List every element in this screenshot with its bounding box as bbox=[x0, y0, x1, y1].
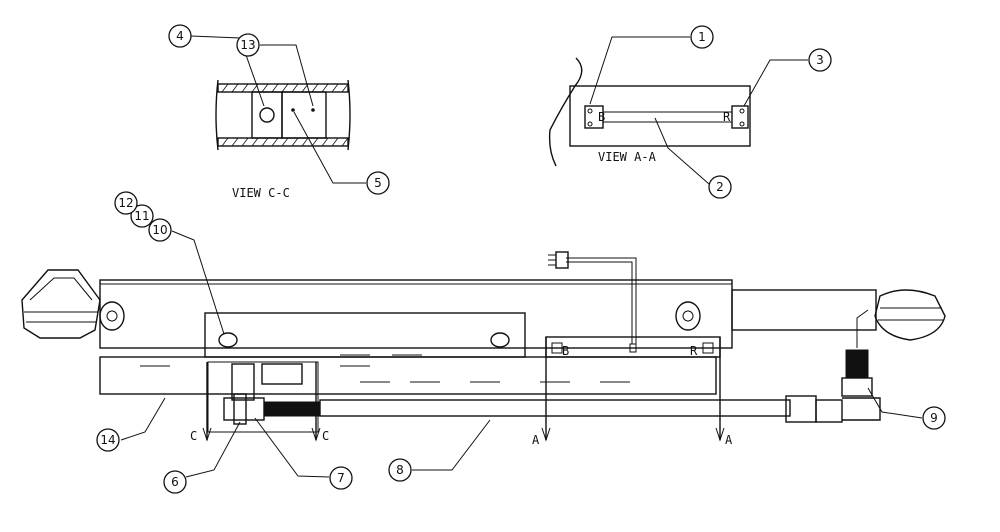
balloon-9-label: 9 bbox=[930, 411, 938, 425]
mounting-plate bbox=[204, 312, 526, 358]
balloon-1-label: 1 bbox=[698, 30, 706, 44]
port-r-main: R bbox=[690, 344, 698, 358]
port-r-detail: R bbox=[723, 110, 731, 124]
fitting-item-9 bbox=[845, 349, 869, 379]
section-c-right: C bbox=[322, 429, 329, 443]
section-a-left: A bbox=[532, 433, 540, 447]
port-b-detail: B bbox=[598, 110, 605, 124]
balloon-14-label: 14 bbox=[100, 433, 115, 447]
balloon-8-label: 8 bbox=[396, 463, 404, 477]
view-a-a-label: VIEW A-A bbox=[598, 150, 657, 164]
cylinder-body bbox=[99, 279, 733, 349]
balloon-5-label: 5 bbox=[374, 176, 382, 190]
section-c-left: C bbox=[190, 429, 197, 443]
balloon-7-label: 7 bbox=[337, 471, 345, 485]
leader-lines bbox=[120, 35, 923, 478]
balloon-6[interactable]: 6 bbox=[163, 470, 187, 494]
balloon-11-label: 11 bbox=[134, 209, 149, 223]
clamp-frame bbox=[207, 361, 319, 433]
balloon-2-label: 2 bbox=[716, 180, 724, 194]
balloon-1[interactable]: 1 bbox=[690, 25, 714, 49]
lower-rail bbox=[99, 356, 717, 395]
port-b-main: B bbox=[562, 344, 569, 358]
balloon-5[interactable]: 5 bbox=[366, 171, 390, 195]
balloon-13[interactable]: 13 bbox=[236, 33, 260, 57]
balloon-4[interactable]: 4 bbox=[168, 24, 192, 48]
balloon-12-label: 12 bbox=[118, 196, 133, 210]
wire-connector bbox=[555, 251, 569, 269]
balloon-8[interactable]: 8 bbox=[388, 458, 412, 482]
balloon-10-label: 10 bbox=[152, 223, 167, 237]
left-end-cap bbox=[21, 269, 101, 339]
balloon-2[interactable]: 2 bbox=[708, 175, 732, 199]
right-end-cap bbox=[874, 289, 946, 341]
balloon-3-label: 3 bbox=[816, 53, 824, 67]
view-c-c-detail: VIEW C-C bbox=[215, 79, 351, 200]
balloon-11[interactable]: 11 bbox=[130, 204, 154, 228]
balloon-12[interactable]: 12 bbox=[114, 191, 138, 215]
balloon-4-label: 4 bbox=[176, 29, 184, 43]
piston-rod bbox=[731, 289, 877, 331]
balloon-10[interactable]: 10 bbox=[148, 218, 172, 242]
balloon-13-label: 13 bbox=[240, 38, 255, 52]
balloon-9[interactable]: 9 bbox=[922, 406, 946, 430]
balloon-14[interactable]: 14 bbox=[96, 428, 120, 452]
view-a-a-detail: B R VIEW A-A bbox=[548, 57, 751, 167]
section-a-right: A bbox=[725, 433, 733, 447]
main-assembly: B R C C A A bbox=[21, 251, 946, 447]
balloon-7[interactable]: 7 bbox=[329, 466, 353, 490]
balloon-6-label: 6 bbox=[171, 475, 179, 489]
balloon-3[interactable]: 3 bbox=[808, 48, 832, 72]
view-c-c-label: VIEW C-C bbox=[232, 186, 290, 200]
